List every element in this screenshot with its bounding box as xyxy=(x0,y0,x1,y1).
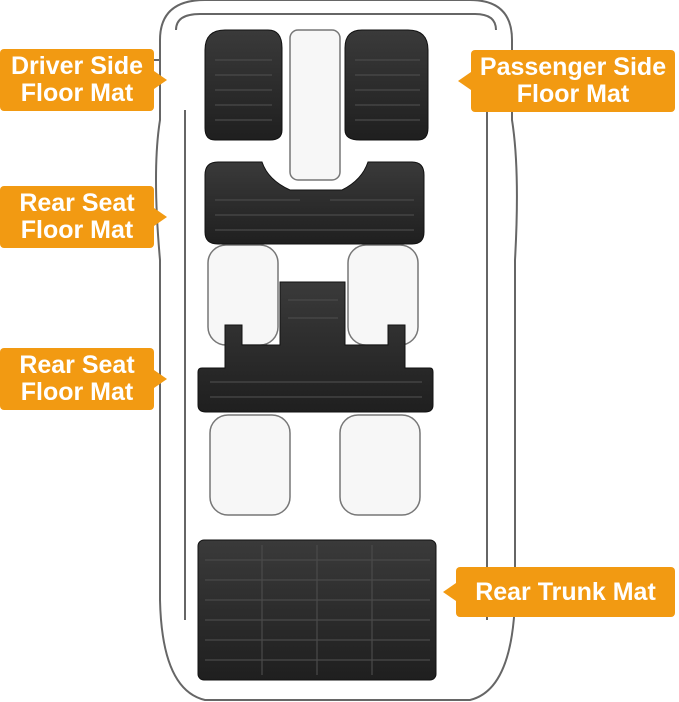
callout-passenger-side-floor-mat: Passenger Side Floor Mat xyxy=(458,50,675,112)
driver-side-mat xyxy=(204,29,283,141)
callout-line-1: Driver Side xyxy=(10,52,143,80)
rear-seat-mat-second-row xyxy=(204,161,425,245)
callout-line-1: Rear Seat xyxy=(19,189,135,217)
rear-trunk-mat xyxy=(197,539,437,681)
callout-driver-side-floor-mat: Driver Side Floor Mat xyxy=(0,49,167,111)
callout-line-1: Passenger Side xyxy=(479,53,667,81)
callout-line-1: Rear Seat xyxy=(19,351,135,379)
callout-rear-seat-floor-mat-2: Rear Seat Floor Mat xyxy=(0,348,167,410)
seats xyxy=(207,29,421,516)
callout-line-2: Floor Mat xyxy=(20,216,134,244)
callout-rear-seat-floor-mat-1: Rear Seat Floor Mat xyxy=(0,186,167,248)
callout-line-2: Floor Mat xyxy=(20,378,134,406)
callout-line-1: Rear Trunk Mat xyxy=(475,577,656,606)
callout-rear-trunk-mat: Rear Trunk Mat xyxy=(443,567,675,617)
rear-seat-mat-third-row xyxy=(197,281,434,413)
callout-line-2: Floor Mat xyxy=(20,79,134,107)
passenger-side-mat xyxy=(344,29,429,141)
callout-line-2: Floor Mat xyxy=(516,80,630,108)
